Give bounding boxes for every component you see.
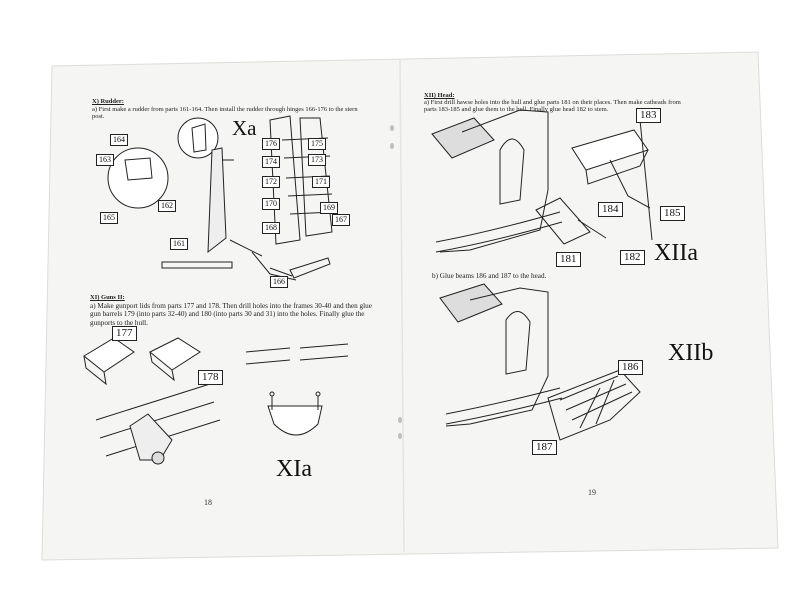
page-number-left: 18 bbox=[204, 498, 212, 507]
part-label: 169 bbox=[320, 202, 338, 214]
part-label: 165 bbox=[100, 212, 118, 224]
part-label: 164 bbox=[110, 134, 128, 146]
part-label: 173 bbox=[308, 154, 326, 166]
part-label: 174 bbox=[262, 156, 280, 168]
page-number-right: 19 bbox=[588, 488, 596, 497]
part-label: 161 bbox=[170, 238, 188, 250]
section-xi-text: a) Make gunport lids from parts 177 and … bbox=[90, 302, 372, 327]
section-xii-heading: XII) Head: bbox=[424, 92, 455, 99]
figure-xiib-title: XIIb bbox=[668, 340, 714, 366]
section-xii-text-b: b) Glue beams 186 and 187 to the head. bbox=[432, 272, 547, 280]
section-xii-text: a) First drill hawse holes into the hull… bbox=[424, 99, 681, 114]
part-label: 177 bbox=[112, 326, 137, 341]
part-label: 175 bbox=[308, 138, 326, 150]
section-xi-heading: XI) Guns II: bbox=[90, 294, 125, 301]
part-label: 172 bbox=[262, 176, 280, 188]
figure-xia-drawing bbox=[83, 337, 349, 465]
figure-xiib-drawing bbox=[439, 283, 641, 441]
part-label: 184 bbox=[598, 202, 623, 217]
figure-xa-drawing bbox=[107, 115, 335, 281]
part-label: 185 bbox=[660, 206, 685, 221]
paper-sheet bbox=[41, 51, 779, 561]
part-label: 178 bbox=[198, 370, 223, 385]
part-label: 176 bbox=[262, 138, 280, 150]
part-label: 183 bbox=[636, 108, 661, 123]
part-label: 181 bbox=[556, 252, 581, 267]
figure-xa-title: Xa bbox=[232, 116, 257, 140]
figure-xia-title: XIa bbox=[276, 456, 312, 482]
section-x-heading: X) Rudder: bbox=[92, 98, 124, 105]
part-label: 170 bbox=[262, 198, 280, 210]
part-label: 163 bbox=[96, 154, 114, 166]
section-x-text: a) First make a rudder from parts 161-16… bbox=[92, 106, 358, 121]
part-label: 171 bbox=[312, 176, 330, 188]
binding-holes bbox=[390, 125, 402, 439]
part-label: 162 bbox=[158, 200, 176, 212]
part-label: 166 bbox=[270, 276, 288, 288]
part-label: 168 bbox=[262, 222, 280, 234]
figure-xiia-drawing bbox=[431, 109, 653, 253]
part-label: 182 bbox=[620, 250, 645, 265]
part-label: 187 bbox=[532, 440, 557, 455]
part-label: 186 bbox=[618, 360, 643, 375]
figure-xiia-title: XIIa bbox=[654, 240, 698, 266]
part-label: 167 bbox=[332, 214, 350, 226]
center-fold bbox=[399, 59, 405, 553]
